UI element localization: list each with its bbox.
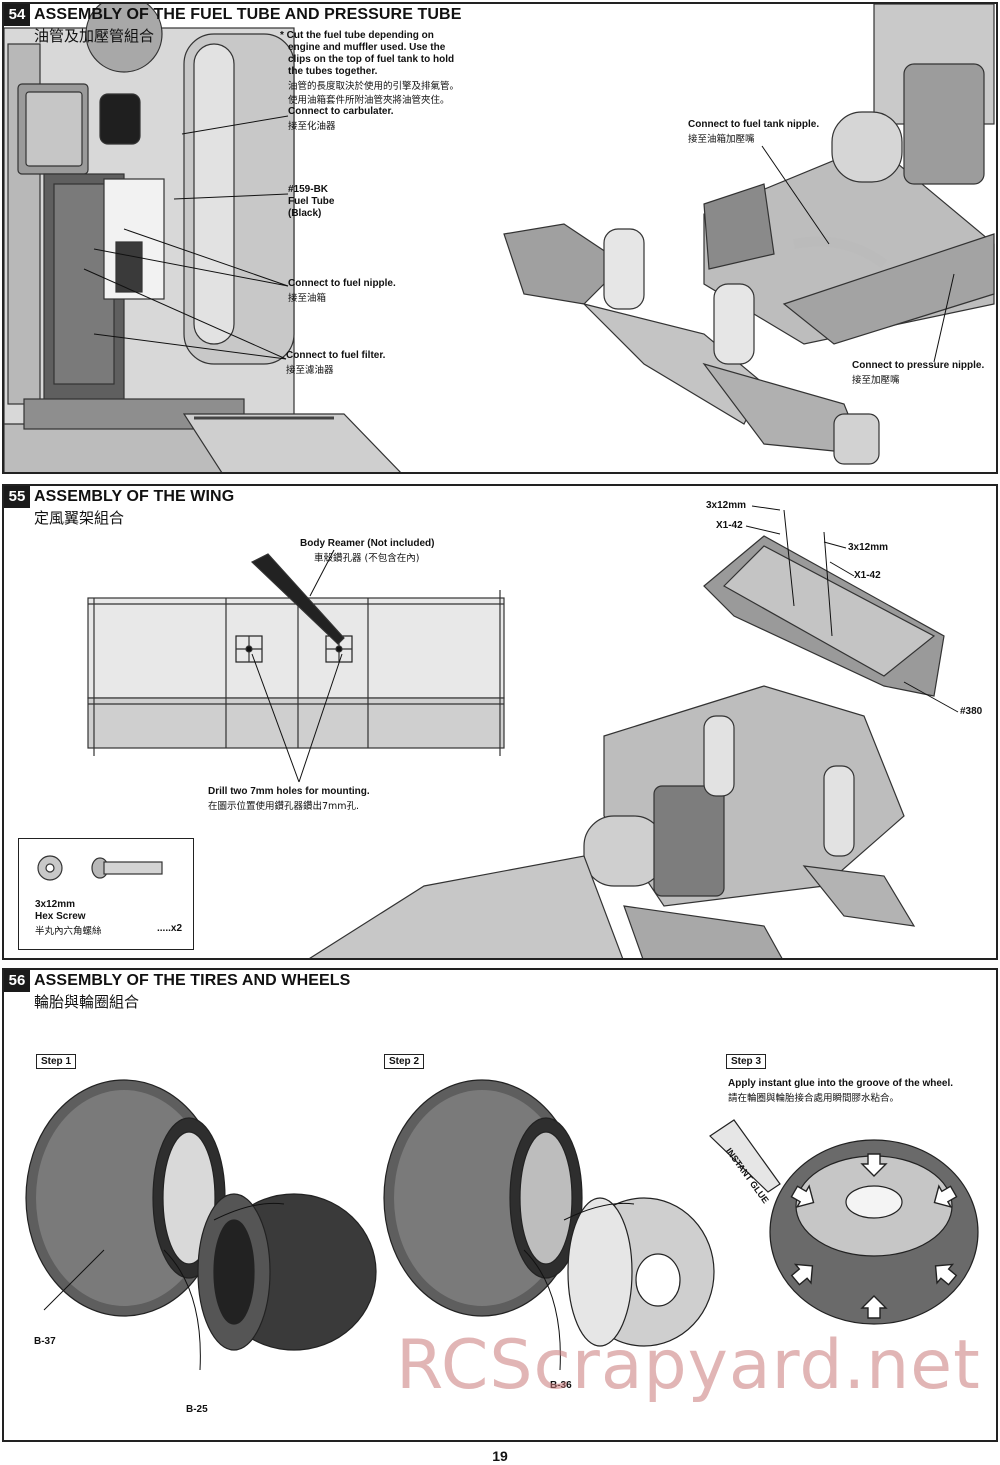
body-reamer-callout: Body Reamer (Not included) 車殼鑽孔器 (不包含在內) bbox=[300, 538, 434, 564]
part-name: Fuel Tube bbox=[288, 196, 335, 207]
part-quantity: .....x2 bbox=[157, 923, 183, 934]
leader-lines bbox=[251, 505, 959, 783]
note-line-zh: 使用油箱套件所附油管夾將油管夾住。 bbox=[288, 95, 450, 106]
tire-wheel-illustration bbox=[25, 1079, 979, 1371]
step-number: 55 bbox=[4, 486, 30, 508]
fuel-filter-callout: Connect to fuel filter. 接至濾油器 bbox=[286, 350, 385, 376]
glue-arrows bbox=[790, 1153, 958, 1319]
tire-part-number: B-37 bbox=[34, 1336, 56, 1347]
callout-en: Connect to carbulater. bbox=[288, 106, 394, 117]
screw-label: 3x12mm bbox=[848, 542, 889, 553]
callout-zh: 接至濾油器 bbox=[286, 365, 334, 376]
step-1-label: Step 1 bbox=[36, 1054, 77, 1069]
wing-part-number: #380 bbox=[960, 706, 983, 717]
pressure-nipple-callout: Connect to pressure nipple. 接至加壓嘴 bbox=[852, 360, 984, 386]
note-line: clips on the top of fuel tank to hold bbox=[288, 54, 455, 65]
watermark: RCScrapyard.net bbox=[396, 1326, 981, 1405]
washer-label: X1-42 bbox=[716, 520, 743, 531]
step-number: 56 bbox=[4, 970, 30, 992]
callout-en: Connect to fuel filter. bbox=[286, 350, 386, 361]
drill-holes-callout: Drill two 7mm holes for mounting. 在圖示位置使… bbox=[208, 786, 370, 812]
wing-flat-drawing bbox=[87, 553, 505, 756]
part-name: Hex Screw bbox=[35, 911, 86, 922]
note-line: the tubes together. bbox=[288, 66, 378, 77]
section-title: ASSEMBLY OF THE FUEL TUBE AND PRESSURE T… bbox=[34, 6, 462, 23]
callout-zh: 請在輪圈與輪胎接合處用瞬間膠水粘合。 bbox=[728, 1093, 900, 1104]
section-subtitle: 油管及加壓管組合 bbox=[34, 27, 155, 45]
callout-zh: 接至化油器 bbox=[288, 121, 336, 132]
callout-zh: 在圖示位置使用鑽孔器鑽出7mm孔. bbox=[208, 801, 360, 812]
note-line: engine and muffler used. Use the bbox=[288, 42, 446, 53]
page-number: 19 bbox=[492, 1448, 508, 1464]
section-subtitle: 輪胎與輪圈組合 bbox=[34, 993, 140, 1011]
carburetor-callout: Connect to carbulater. 接至化油器 bbox=[288, 106, 394, 132]
part-color: (Black) bbox=[288, 208, 322, 219]
fuel-nipple-callout: Connect to fuel nipple. 接至油箱 bbox=[288, 278, 396, 304]
section-title: ASSEMBLY OF THE WING bbox=[34, 488, 235, 505]
tire-drawing bbox=[25, 1079, 226, 1317]
fuel-tube-note: * Cut the fuel tube depending on engine … bbox=[280, 30, 480, 106]
step-54-panel: 54 ASSEMBLY OF THE FUEL TUBE AND PRESSUR… bbox=[2, 2, 998, 474]
callout-zh: 接至油箱 bbox=[288, 293, 327, 304]
callout-zh: 接至油箱加壓嘴 bbox=[688, 134, 755, 145]
washer-label: X1-42 bbox=[854, 570, 881, 581]
car-overview-drawing bbox=[503, 4, 995, 465]
wheel-part-number: B-36 bbox=[550, 1380, 572, 1391]
section-title: ASSEMBLY OF THE TIRES AND WHEELS bbox=[34, 972, 351, 989]
step-3-label: Step 3 bbox=[726, 1054, 767, 1069]
screw-label: 3x12mm bbox=[706, 500, 747, 511]
leader-lines bbox=[43, 1202, 635, 1371]
step-56-panel: 56 ASSEMBLY OF THE TIRES AND WHEELS 輪胎與輪… bbox=[2, 968, 998, 1442]
part-number: #159-BK bbox=[288, 184, 329, 195]
wheel-drawing bbox=[567, 1197, 715, 1347]
callout-en: Drill two 7mm holes for mounting. bbox=[208, 786, 370, 797]
note-line-zh: 油管的長度取決於使用的引擎及排氣管。 bbox=[288, 81, 460, 92]
foam-part-number: B-25 bbox=[186, 1404, 208, 1415]
part-name-zh: 半丸內六角螺絲 bbox=[35, 926, 102, 937]
part-size: 3x12mm bbox=[35, 899, 76, 910]
wing-illustration bbox=[37, 505, 959, 958]
step-55-panel: 55 ASSEMBLY OF THE WING 定風翼架組合 Body Ream… bbox=[2, 484, 998, 960]
section-subtitle: 定風翼架組合 bbox=[34, 509, 125, 527]
parts-drawings bbox=[37, 855, 163, 881]
callout-en: Apply instant glue into the groove of th… bbox=[728, 1078, 954, 1089]
glue-instruction: Apply instant glue into the groove of th… bbox=[728, 1078, 953, 1104]
glued-tire-drawing bbox=[709, 1119, 979, 1325]
fuel-tube-part-callout: #159-BK Fuel Tube (Black) bbox=[288, 184, 334, 220]
callout-en: Connect to pressure nipple. bbox=[852, 360, 985, 371]
callout-en: Body Reamer (Not included) bbox=[300, 538, 435, 549]
fuel-tube-illustration bbox=[4, 4, 995, 472]
step-number: 54 bbox=[4, 4, 30, 26]
car-with-wing-drawing bbox=[309, 535, 945, 958]
chassis-closeup-drawing bbox=[4, 4, 401, 472]
foam-insert-drawing bbox=[197, 1193, 377, 1351]
tire-drawing bbox=[383, 1079, 583, 1317]
leader-lines bbox=[83, 115, 955, 363]
callout-en: Connect to fuel tank nipple. bbox=[688, 119, 820, 130]
parts-box: 3x12mm Hex Screw 半丸內六角螺絲 .....x2 bbox=[18, 838, 194, 950]
note-line: * Cut the fuel tube depending on bbox=[280, 30, 434, 41]
callout-zh: 車殼鑽孔器 (不包含在內) bbox=[314, 553, 420, 564]
callout-zh: 接至加壓嘴 bbox=[852, 375, 900, 386]
fuel-tank-nipple-callout: Connect to fuel tank nipple. 接至油箱加壓嘴 bbox=[688, 119, 819, 145]
callout-en: Connect to fuel nipple. bbox=[288, 278, 396, 289]
step-2-label: Step 2 bbox=[384, 1054, 425, 1069]
